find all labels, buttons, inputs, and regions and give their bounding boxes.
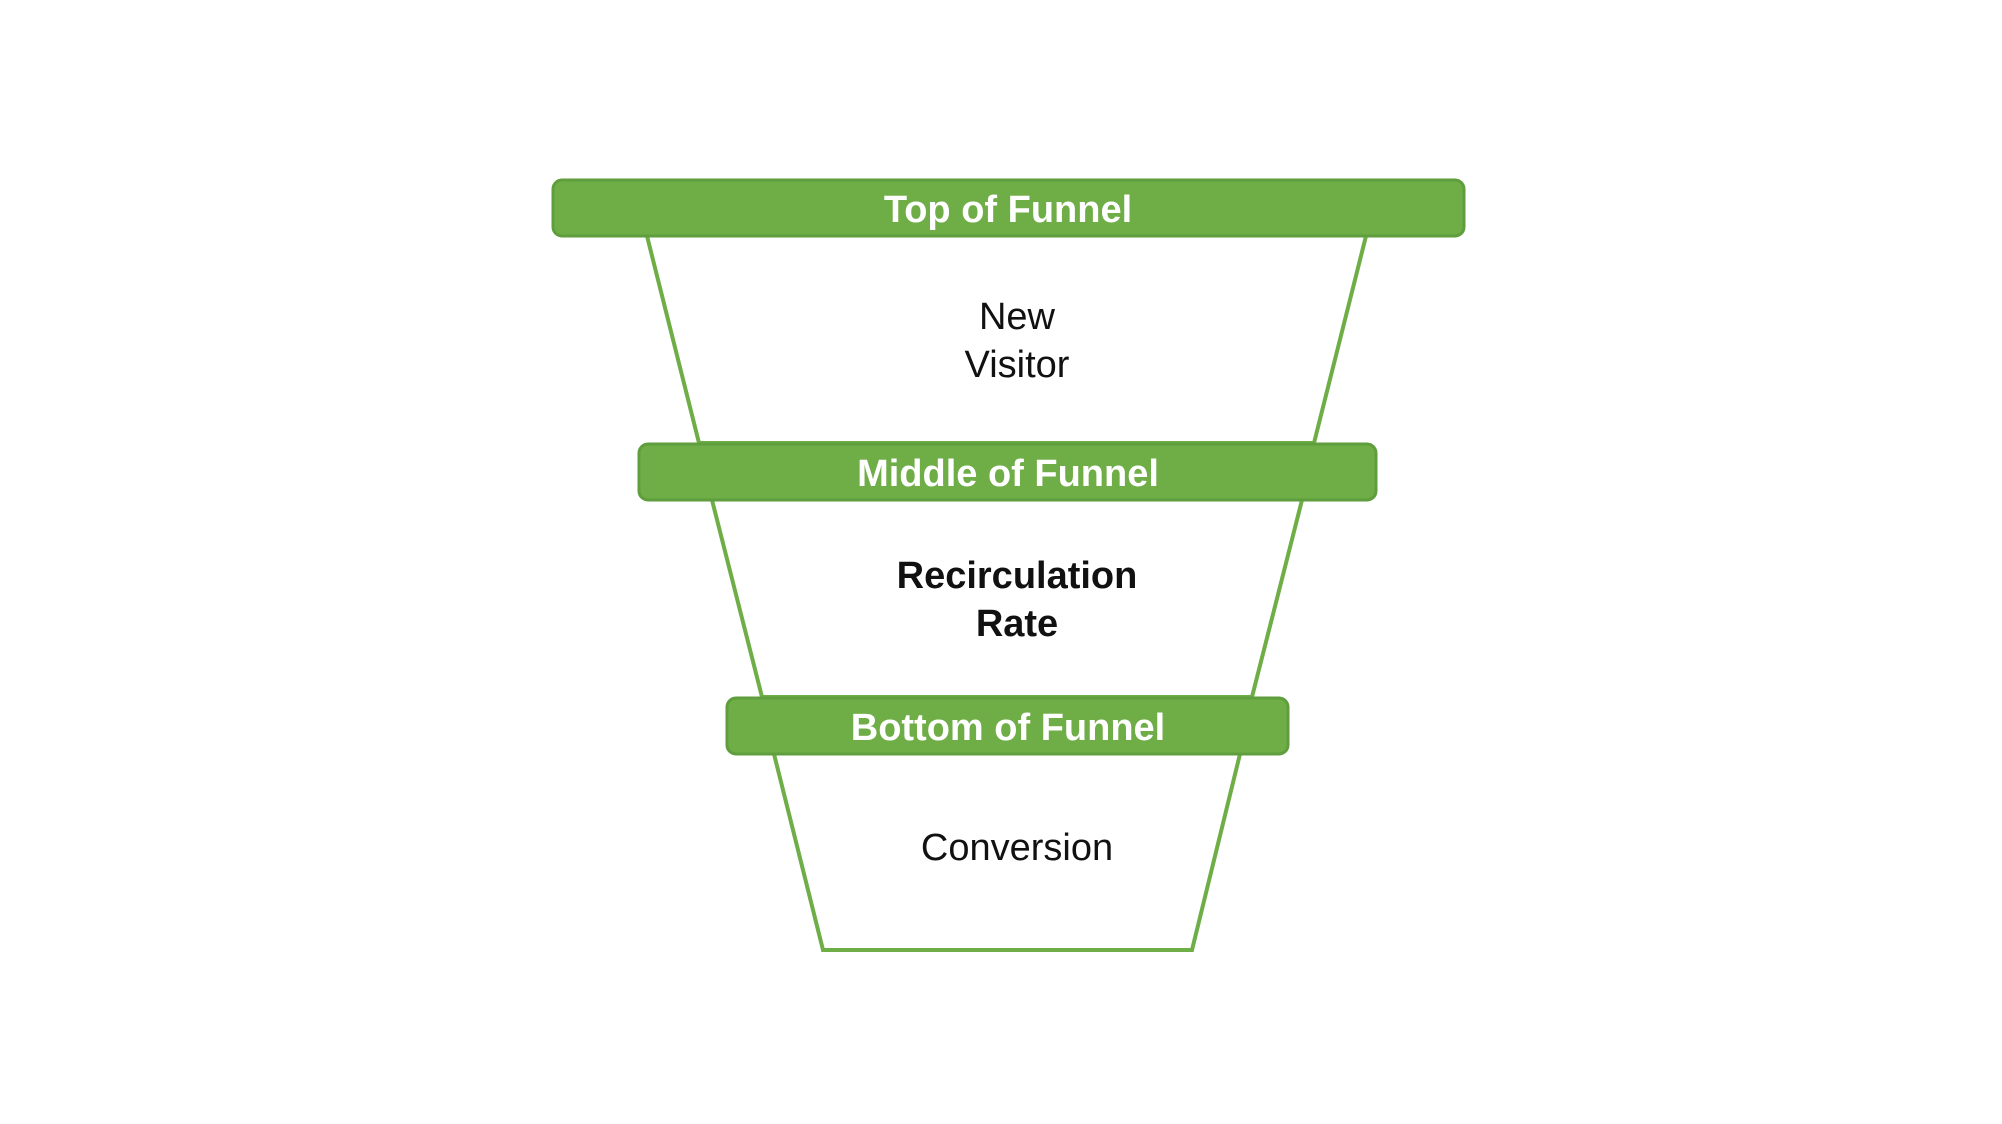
funnel-segment-bottom bbox=[772, 753, 1242, 952]
metric-middle-line-2: Rate bbox=[976, 603, 1058, 645]
stage-label-bottom: Bottom of Funnel bbox=[851, 707, 1165, 749]
stage-label-middle: Middle of Funnel bbox=[857, 453, 1159, 495]
stage-bar-top bbox=[551, 178, 1466, 238]
metric-middle-line-1: Recirculation bbox=[897, 555, 1138, 597]
funnel-segment-top bbox=[645, 235, 1368, 445]
stage-middle: Middle of Funnel bbox=[637, 442, 1378, 502]
stage-bar-bottom bbox=[725, 696, 1290, 756]
metric-top-line-2: Visitor bbox=[965, 344, 1070, 386]
stage-top: Top of Funnel bbox=[551, 178, 1466, 238]
metric-top: New Visitor bbox=[965, 296, 1070, 386]
metric-bottom-line-1: Conversion bbox=[921, 827, 1113, 869]
stage-bar-middle bbox=[637, 442, 1378, 502]
metric-top-line-1: New bbox=[979, 296, 1056, 338]
metric-bottom: Conversion bbox=[921, 827, 1113, 869]
stage-label-top: Top of Funnel bbox=[884, 189, 1132, 231]
metric-middle: Recirculation Rate bbox=[897, 555, 1138, 645]
funnel-segment-middle bbox=[710, 499, 1304, 699]
stage-bottom: Bottom of Funnel bbox=[725, 696, 1290, 756]
